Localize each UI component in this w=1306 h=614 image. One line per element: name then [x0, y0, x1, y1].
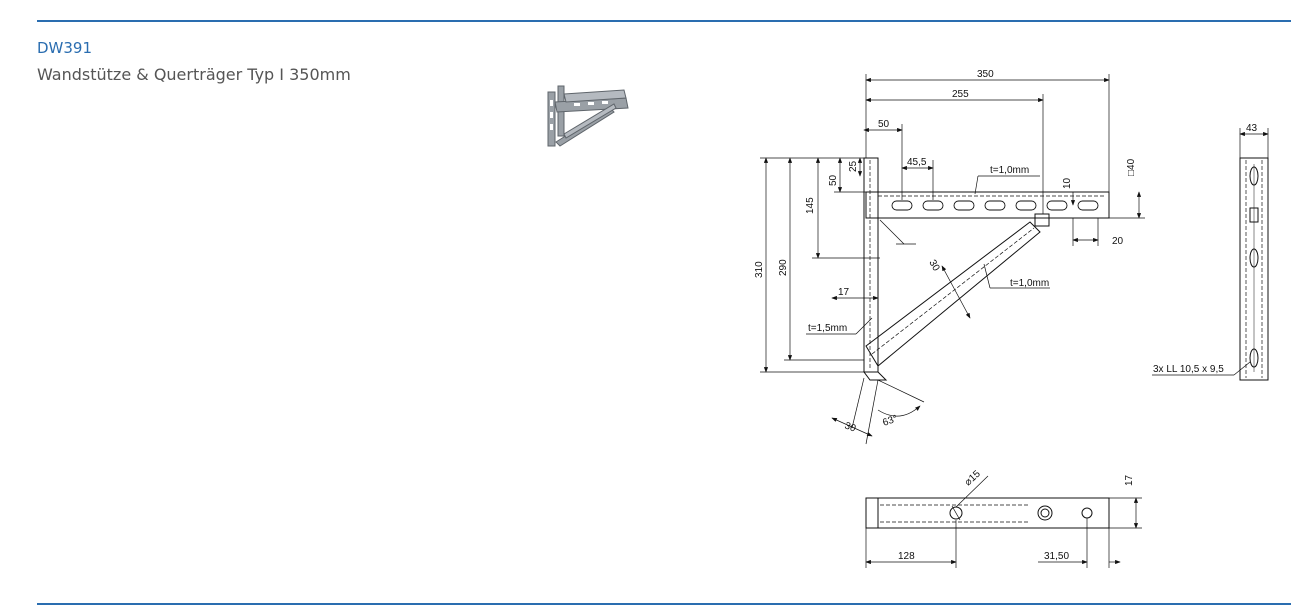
slots-label: 3x LL 10,5 x 9,5 — [1153, 364, 1224, 375]
dim-45-5: 45,5 — [907, 157, 927, 168]
dim-50-left: 50 — [828, 174, 839, 186]
dim-50-top: 50 — [878, 119, 890, 130]
product-code: DW391 — [37, 39, 93, 57]
dim-17: 17 — [838, 287, 850, 298]
product-thumbnail — [547, 85, 629, 147]
dim-350: 350 — [977, 69, 994, 80]
dim-25: 25 — [848, 160, 859, 172]
dim-sq40: □40 — [1126, 158, 1137, 176]
dim-128: 128 — [898, 551, 915, 562]
thickness-arm: t=1,0mm — [990, 165, 1029, 176]
dia-15: ⌀15 — [963, 468, 983, 488]
product-title: Wandstütze & Querträger Typ I 350mm — [37, 65, 351, 84]
thickness-brace: t=1,0mm — [1010, 278, 1049, 289]
front-view — [1239, 157, 1269, 381]
dim-20: 20 — [1112, 236, 1124, 247]
dim-30-brace: 30 — [926, 258, 941, 274]
dim-255: 255 — [952, 89, 969, 100]
top-rule — [37, 20, 1291, 22]
dim-310: 310 — [754, 261, 765, 278]
dim-290: 290 — [778, 259, 789, 276]
dim-43: 43 — [1246, 123, 1258, 134]
dim-145: 145 — [805, 197, 816, 214]
top-dim-17: 17 — [1124, 474, 1135, 486]
dim-10: 10 — [1062, 177, 1073, 189]
bottom-rule — [37, 603, 1291, 605]
thickness-post: t=1,5mm — [808, 323, 847, 334]
dim-31-50: 31,50 — [1044, 551, 1069, 562]
side-view — [863, 157, 1110, 381]
angle-63: 63° — [881, 413, 899, 429]
dim-30-foot: 30 — [843, 420, 858, 434]
top-view — [865, 497, 1110, 529]
